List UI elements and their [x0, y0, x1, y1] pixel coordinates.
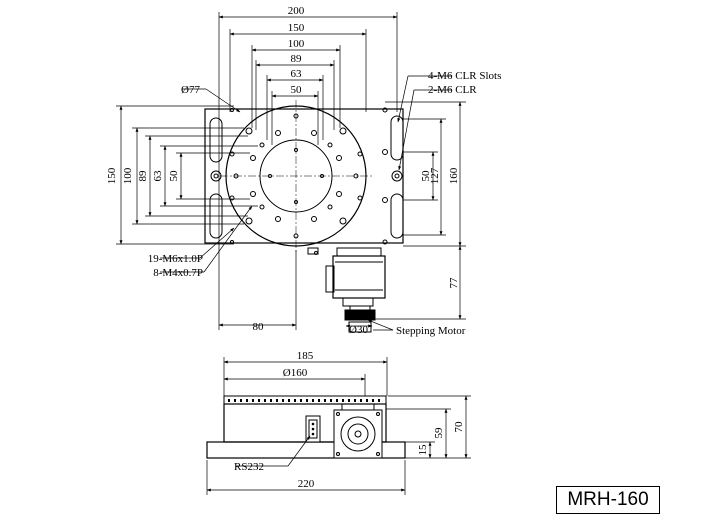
side-motor [333, 403, 383, 459]
diameter-30-label: Ø30 [349, 324, 368, 336]
dim-63-top: 63 [291, 68, 303, 80]
dim-77-right: 77 [448, 277, 460, 289]
right-slot-bottom [390, 193, 404, 239]
dim-200: 200 [288, 5, 305, 17]
dim-59: 59 [433, 427, 445, 439]
left-clr-hole [210, 170, 222, 182]
dim-89-top: 89 [291, 53, 303, 65]
top-view [116, 12, 466, 333]
dim-70: 70 [453, 421, 465, 433]
callout-m6-tapped: 19-M6x1.0P [148, 253, 203, 265]
dim-127-right: 127 [429, 167, 441, 184]
side-table [223, 395, 387, 405]
dim-89-left: 89 [137, 170, 149, 182]
dim-100-top: 100 [288, 38, 305, 50]
side-view [206, 357, 471, 495]
dim-185: 185 [297, 350, 314, 362]
right-slot-top [390, 115, 404, 161]
left-slot-top [209, 117, 223, 163]
callout-motor: Stepping Motor [396, 325, 466, 337]
model-label: MRH-160 [556, 486, 660, 514]
right-clr-hole [391, 170, 403, 182]
dim-15: 15 [417, 444, 429, 456]
callout-clr: 2-M6 CLR [428, 84, 477, 96]
dim-220: 220 [298, 478, 315, 490]
gear-teeth [228, 399, 380, 402]
dim-80: 80 [253, 321, 265, 333]
dim-50-right: 50 [420, 170, 432, 182]
rs232-connector [305, 415, 321, 443]
diameter-77-label: Ø77 [181, 84, 200, 96]
stepping-motor [307, 247, 386, 333]
dim-63-left: 63 [152, 170, 164, 182]
dim-160-table: Ø160 [283, 367, 308, 379]
callout-slots: 4-M6 CLR Slots [428, 70, 501, 82]
table-holes [229, 113, 363, 239]
dim-150-top: 150 [288, 22, 305, 34]
callout-m4-tapped: 8-M4x0.7P [153, 267, 203, 279]
dim-160-right: 160 [448, 167, 460, 184]
dim-150-left: 150 [106, 167, 118, 184]
base-plate [204, 108, 404, 244]
dim-50-left: 50 [168, 170, 180, 182]
dim-50-top: 50 [291, 84, 303, 96]
callout-rs232: RS232 [234, 461, 264, 473]
knob [344, 309, 376, 321]
dim-100-left: 100 [122, 167, 134, 184]
